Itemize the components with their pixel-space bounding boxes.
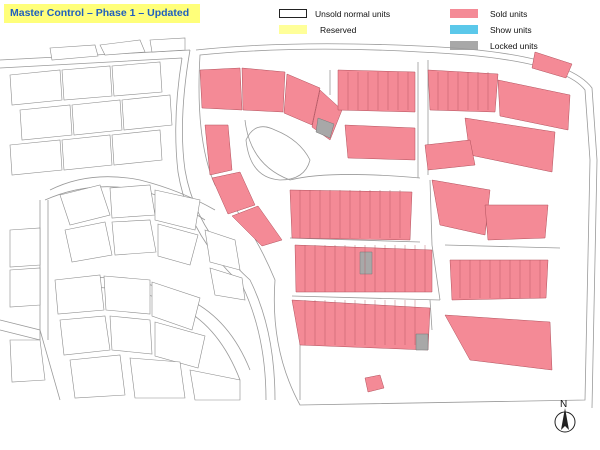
legend-swatch-locked [450, 41, 478, 50]
compass-north-label: N [560, 399, 568, 410]
sold-parcels-layer [199, 51, 573, 393]
legend-label-unsold: Unsold normal units [315, 9, 391, 19]
locked-parcels-layer [315, 117, 429, 351]
legend-label-sold: Sold units [490, 9, 528, 19]
legend-swatch-reserved [279, 25, 307, 34]
parcel-divider-lines [299, 72, 541, 345]
legend-swatch-unsold [279, 9, 307, 18]
page-title: Master Control – Phase 1 – Updated [4, 4, 200, 23]
legend-label-reserved: Reserved [320, 25, 357, 35]
legend-label-show: Show units [490, 25, 532, 35]
compass [554, 408, 576, 433]
legend-label-locked: Locked units [490, 41, 538, 51]
unsold-parcels-layer [9, 37, 246, 401]
north-arrow-icon [561, 408, 569, 430]
legend-swatch-show [450, 25, 478, 34]
legend-swatch-sold [450, 9, 478, 18]
